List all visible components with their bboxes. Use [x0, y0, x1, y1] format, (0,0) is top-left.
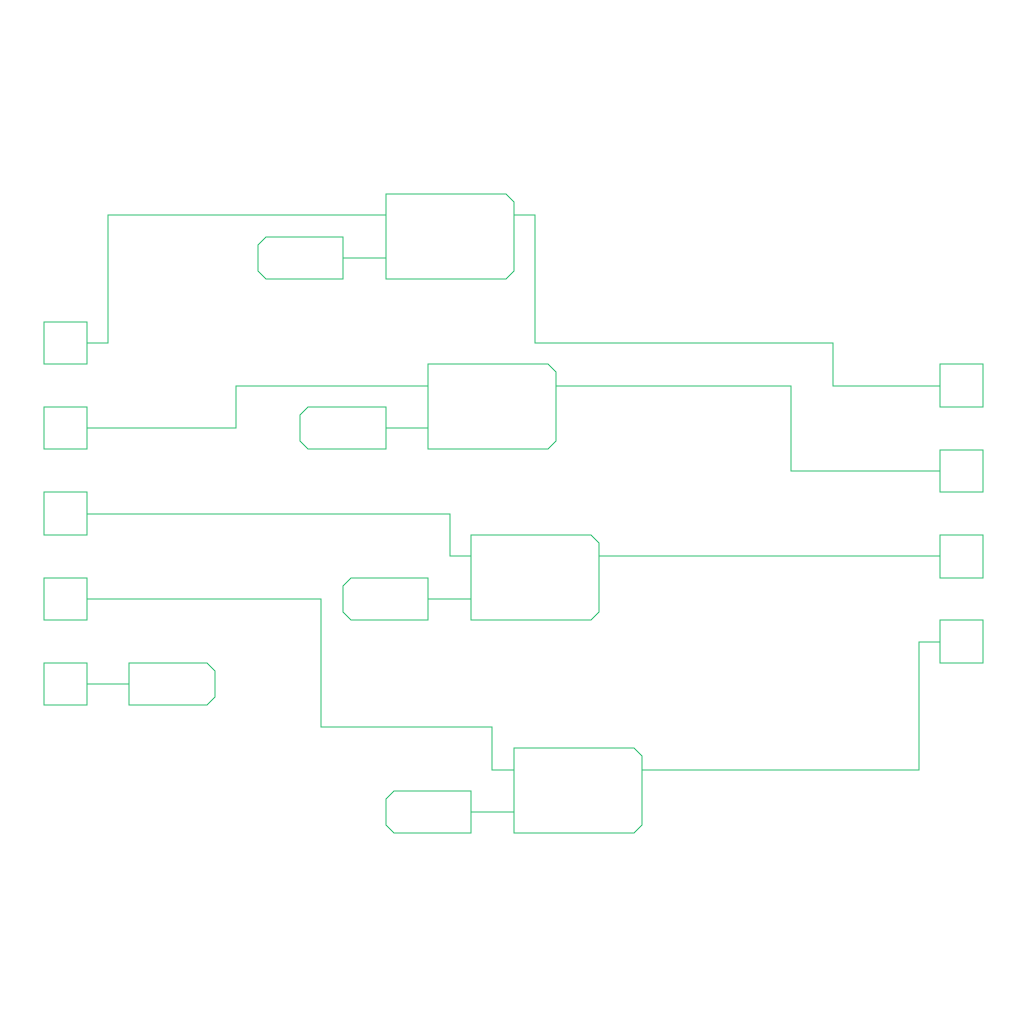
function-blocks	[385, 193, 643, 834]
parameter-tag-3[interactable]	[342, 577, 429, 621]
connector-wires	[87, 214, 940, 813]
wire-in3-block3[interactable]	[87, 513, 471, 557]
wire-in1-block1[interactable]	[87, 214, 386, 344]
parameter-tag-4[interactable]	[128, 662, 216, 706]
function-block-4[interactable]	[513, 747, 643, 834]
wire-block2-out2[interactable]	[556, 385, 940, 472]
wire-in4-block4[interactable]	[87, 598, 514, 771]
parameter-tag-2[interactable]	[299, 406, 387, 450]
parameter-tags	[128, 236, 472, 834]
wire-block4-out4[interactable]	[642, 641, 940, 771]
function-block-1[interactable]	[385, 193, 515, 280]
wire-block1-out1[interactable]	[514, 214, 940, 387]
wire-in2-block2[interactable]	[87, 385, 428, 429]
parameter-tag-5[interactable]	[385, 790, 472, 834]
function-block-2[interactable]	[427, 363, 557, 450]
parameter-tag-1[interactable]	[257, 236, 344, 280]
function-block-3[interactable]	[470, 534, 600, 621]
